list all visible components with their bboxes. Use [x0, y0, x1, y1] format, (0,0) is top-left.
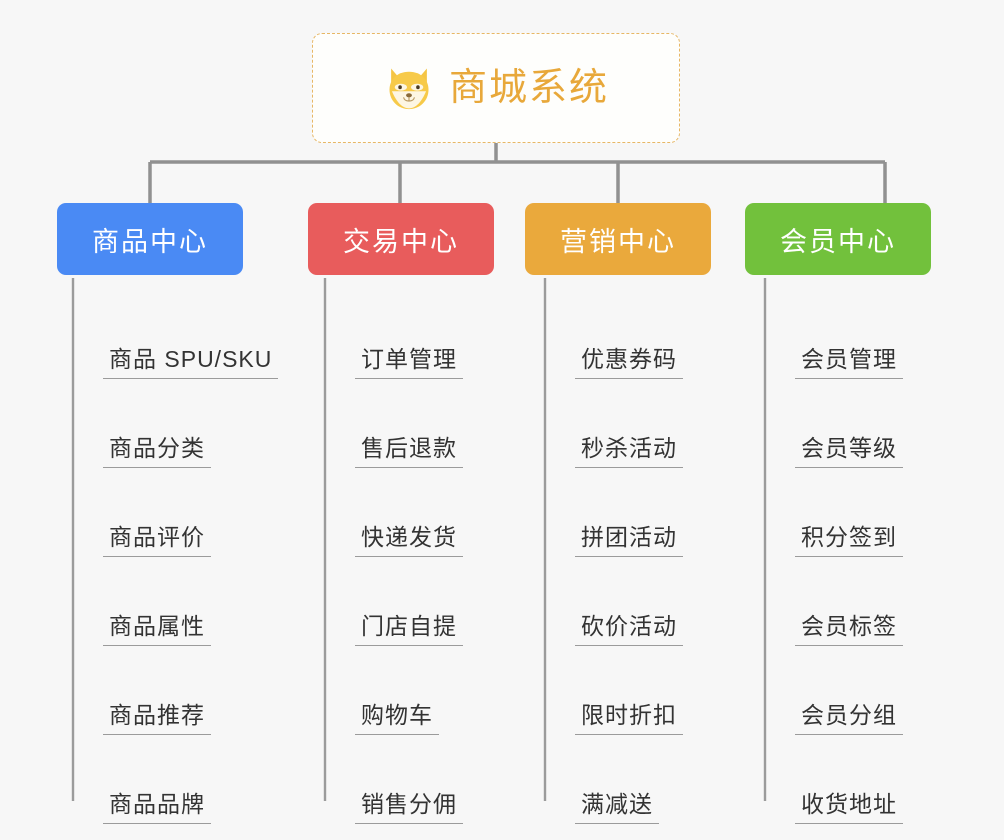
leaf-item[interactable]: 积分签到 [765, 468, 903, 557]
leaf-label: 会员管理 [801, 345, 897, 372]
leaf-label: 快递发货 [361, 523, 457, 550]
leaf-item[interactable]: 购物车 [325, 646, 463, 735]
leaf-label: 砍价活动 [581, 612, 677, 639]
leaf-item[interactable]: 门店自提 [325, 557, 463, 646]
leaf-item[interactable]: 砍价活动 [545, 557, 683, 646]
leaf-label: 会员等级 [801, 434, 897, 461]
category-box-2[interactable]: 交易中心 [308, 203, 494, 275]
leaf-item[interactable]: 商品推荐 [73, 646, 278, 735]
root-label: 商城系统 [448, 67, 609, 109]
leaf-item[interactable]: 会员分组 [765, 646, 903, 735]
leaf-label: 满减送 [581, 790, 653, 817]
leaf-label: 商品评价 [109, 523, 205, 550]
leaf-item[interactable]: 售后退款 [325, 379, 463, 468]
leaf-item[interactable]: 优惠券码 [545, 290, 683, 379]
leaf-label: 销售分佣 [361, 790, 457, 817]
category-box-3[interactable]: 营销中心 [525, 203, 711, 275]
leaf-item[interactable]: 商品分类 [73, 379, 278, 468]
leaf-item[interactable]: 会员等级 [765, 379, 903, 468]
leaf-item[interactable]: 商品 SPU/SKU [73, 290, 279, 379]
leaf-item[interactable]: 订单管理 [325, 290, 463, 379]
leaf-label: 会员标签 [801, 612, 897, 639]
leaf-item[interactable]: 商品评价 [73, 468, 278, 557]
leaf-item[interactable]: 限时折扣 [545, 646, 683, 735]
leaf-label: 门店自提 [361, 612, 457, 639]
leaf-item[interactable]: 拼团活动 [545, 468, 683, 557]
leaf-label: 积分签到 [801, 523, 897, 550]
category-label-1: 商品中心 [92, 226, 208, 257]
category-label-4: 会员中心 [780, 226, 896, 257]
leaf-column-2: 订单管理 售后退款 快递发货 门店自提 购物车 销售分佣 [325, 290, 463, 824]
leaf-label: 订单管理 [361, 345, 457, 372]
root-node[interactable]: 商城系统 [312, 33, 680, 143]
leaf-label: 商品推荐 [109, 701, 205, 728]
leaf-label: 售后退款 [361, 434, 457, 461]
leaf-label: 优惠券码 [581, 345, 677, 372]
leaf-label: 商品分类 [109, 434, 205, 461]
leaf-label: 商品属性 [109, 612, 205, 639]
leaf-item[interactable]: 秒杀活动 [545, 379, 683, 468]
category-box-4[interactable]: 会员中心 [745, 203, 931, 275]
leaf-column-3: 优惠券码 秒杀活动 拼团活动 砍价活动 限时折扣 满减送 [545, 290, 683, 824]
leaf-item[interactable]: 会员标签 [765, 557, 903, 646]
leaf-label: 收货地址 [801, 790, 897, 817]
leaf-label: 商品品牌 [109, 790, 205, 817]
leaf-label: 商品 SPU/SKU [109, 345, 273, 372]
leaf-label: 限时折扣 [581, 701, 677, 728]
leaf-label: 秒杀活动 [581, 434, 677, 461]
leaf-item[interactable]: 快递发货 [325, 468, 463, 557]
leaf-item[interactable]: 收货地址 [765, 735, 903, 824]
shiba-dog-icon [389, 68, 429, 110]
leaf-item[interactable]: 会员管理 [765, 290, 903, 379]
leaf-item[interactable]: 销售分佣 [325, 735, 463, 824]
category-label-2: 交易中心 [343, 226, 459, 257]
leaf-item[interactable]: 商品属性 [73, 557, 278, 646]
leaf-column-1: 商品 SPU/SKU 商品分类 商品评价 商品属性 商品推荐 商品品牌 [73, 290, 279, 824]
leaf-item[interactable]: 商品品牌 [73, 735, 278, 824]
category-box-1[interactable]: 商品中心 [57, 203, 243, 275]
leaf-label: 拼团活动 [581, 523, 677, 550]
category-label-3: 营销中心 [560, 226, 676, 257]
leaf-column-4: 会员管理 会员等级 积分签到 会员标签 会员分组 收货地址 [765, 290, 903, 824]
leaf-label: 购物车 [361, 701, 433, 728]
leaf-item[interactable]: 满减送 [545, 735, 683, 824]
leaf-label: 会员分组 [801, 701, 897, 728]
